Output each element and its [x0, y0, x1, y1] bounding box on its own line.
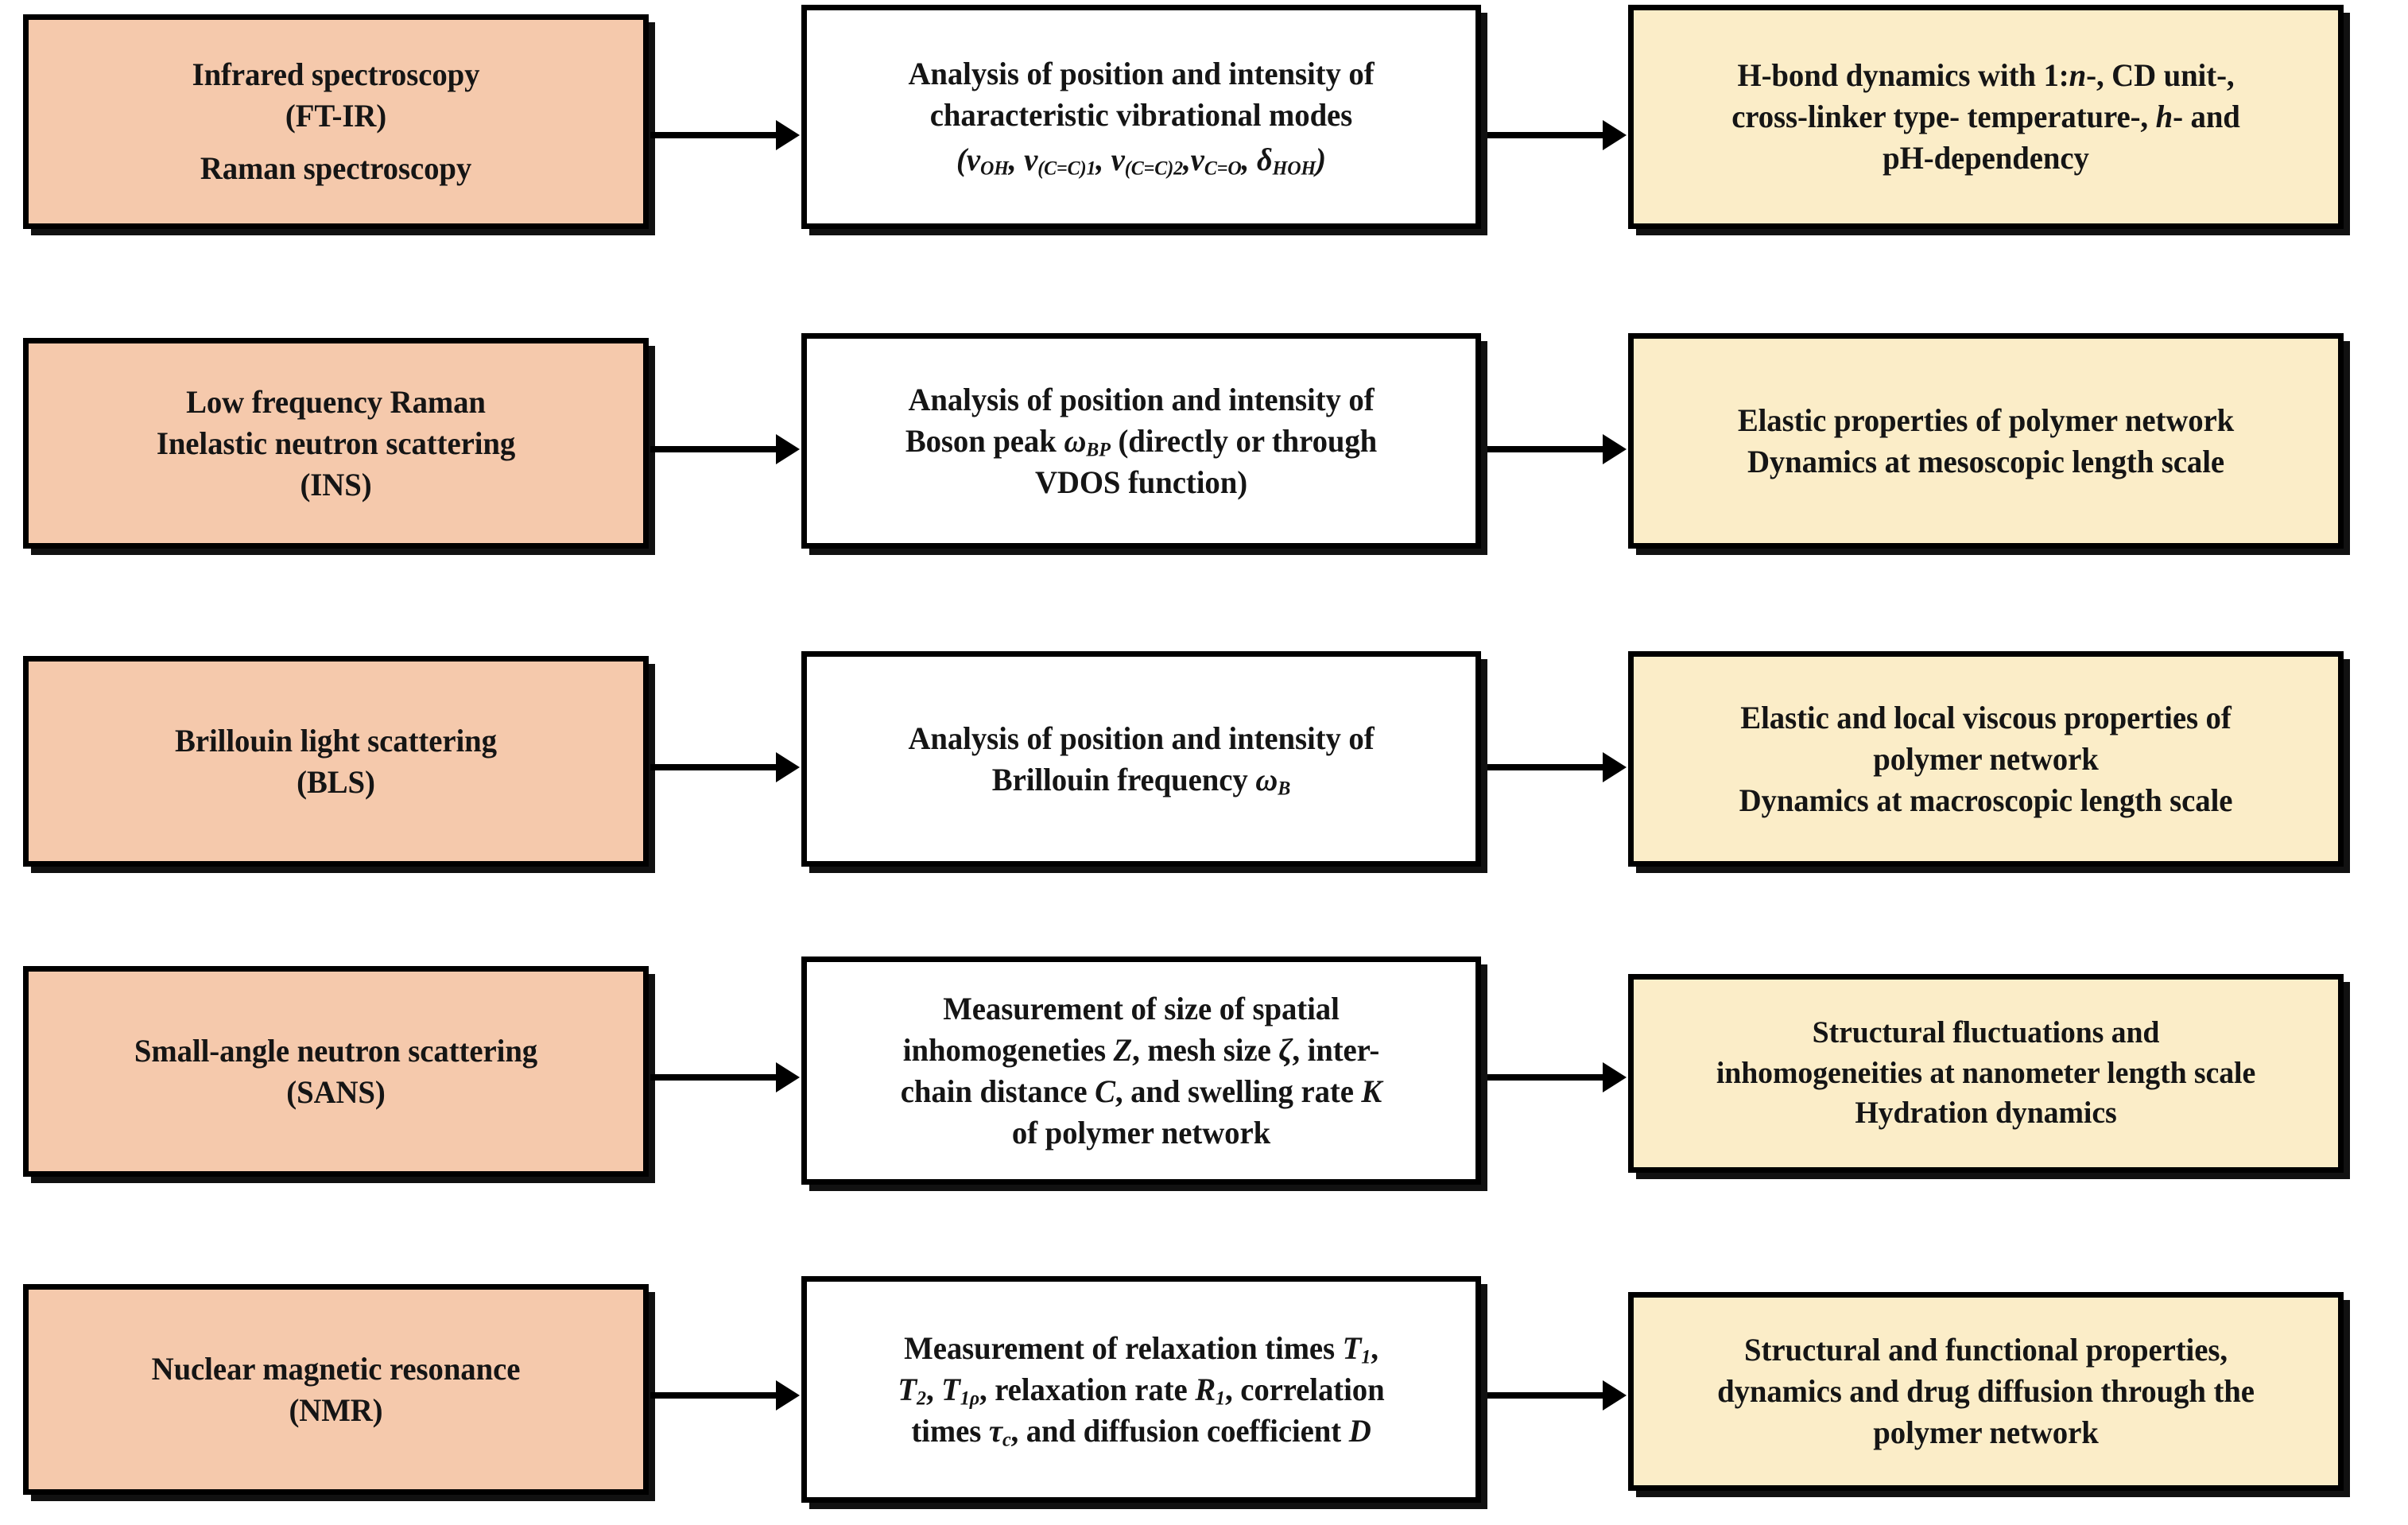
z-symbol: Z	[1113, 1031, 1133, 1068]
analysis-line: Measurement of size of spatial	[943, 990, 1340, 1026]
method-box-ins[interactable]: Low frequency Raman Inelastic neutron sc…	[23, 338, 649, 549]
nu-co-subscript: C=O	[1204, 157, 1242, 180]
analysis-box-ftir[interactable]: Analysis of position and intensity of ch…	[801, 5, 1481, 229]
analysis-line: Analysis of position and intensity of	[908, 56, 1375, 91]
outcome-box-bls[interactable]: Elastic and local viscous properties of …	[1628, 651, 2344, 867]
h-symbol: h	[2155, 99, 2173, 134]
outcome-line: inhomogeneities at nanometer length scal…	[1716, 1055, 2256, 1090]
paren-open: (	[956, 142, 967, 177]
t2-subscript: 2	[917, 1387, 926, 1409]
flow-row-5: Nuclear magnetic resonance (NMR) Measure…	[0, 1276, 2408, 1515]
delta-symbol: δ	[1256, 142, 1273, 177]
outcome-line: pH-dependency	[1883, 140, 2089, 176]
flow-row-1: Infrared spectroscopy (FT-IR) Raman spec…	[0, 5, 2408, 242]
analysis-line: inhomogeneties Z, mesh size ζ, inter-	[902, 1031, 1380, 1068]
omega-bp-subscript: BP	[1086, 438, 1111, 460]
method-box-bls[interactable]: Brillouin light scattering (BLS)	[23, 656, 649, 867]
analysis-line: Brillouin frequency ωB	[991, 761, 1291, 799]
outcome-box-ins[interactable]: Elastic properties of polymer network Dy…	[1628, 333, 2344, 549]
flow-row-4: Small-angle neutron scattering (SANS) Me…	[0, 957, 2408, 1190]
outcome-box-sans[interactable]: Structural fluctuations and inhomogeneit…	[1628, 974, 2344, 1173]
k-symbol: K	[1361, 1073, 1382, 1109]
method-box-ftir[interactable]: Infrared spectroscopy (FT-IR) Raman spec…	[23, 14, 649, 229]
c-symbol: C	[1095, 1073, 1115, 1109]
tau-c-subscript: c	[1002, 1428, 1011, 1450]
outcome-line: Structural fluctuations and	[1812, 1015, 2160, 1050]
outcome-box-nmr[interactable]: Structural and functional properties, dy…	[1628, 1292, 2344, 1491]
t2-symbol: T	[898, 1371, 917, 1407]
analysis-formula: (νOH, ν(C=C)1, ν(C=C)2,νC=O, δHOH)	[956, 142, 1326, 180]
flow-row-3: Brillouin light scattering (BLS) Analysi…	[0, 651, 2408, 879]
method-line: Infrared spectroscopy	[192, 56, 480, 92]
omega-symbol: ω	[1255, 761, 1278, 797]
outcome-line: Structural and functional properties,	[1744, 1332, 2228, 1368]
t1rho-symbol: T	[941, 1371, 960, 1407]
outcome-line: polymer network	[1873, 740, 2099, 777]
nu-symbol: ν	[1190, 142, 1204, 177]
paren-close: )	[1316, 142, 1326, 177]
nu-cc2-subscript: (C=C)2	[1124, 157, 1184, 180]
outcome-line: Elastic properties of polymer network	[1737, 402, 2235, 438]
nu-symbol: ν	[966, 142, 980, 177]
analysis-box-sans[interactable]: Measurement of size of spatial inhomogen…	[801, 957, 1481, 1185]
zeta-symbol: ζ	[1278, 1031, 1293, 1068]
method-line: (SANS)	[286, 1073, 386, 1110]
outcome-line: Hydration dynamics	[1855, 1096, 2117, 1131]
omega-symbol: ω	[1064, 422, 1087, 459]
analysis-line: chain distance C, and swelling rate K	[900, 1073, 1382, 1109]
method-line: (NMR)	[289, 1391, 383, 1428]
flow-row-2: Low frequency Raman Inelastic neutron sc…	[0, 333, 2408, 561]
delta-hoh-subscript: HOH	[1272, 157, 1316, 180]
method-line: Inelastic neutron scattering	[156, 425, 516, 461]
method-line: (BLS)	[297, 763, 375, 800]
r1-subscript: 1	[1216, 1387, 1225, 1409]
method-box-nmr[interactable]: Nuclear magnetic resonance (NMR)	[23, 1284, 649, 1495]
method-line: Brillouin light scattering	[175, 722, 497, 759]
method-line: Nuclear magnetic resonance	[151, 1350, 521, 1387]
t1-subscript: 1	[1361, 1345, 1371, 1368]
t1-symbol: T	[1342, 1329, 1362, 1366]
nu-oh-subscript: OH	[979, 157, 1009, 180]
omega-b-subscript: B	[1278, 777, 1291, 799]
analysis-box-bls[interactable]: Analysis of position and intensity of Br…	[801, 651, 1481, 867]
outcome-line: Elastic and local viscous properties of	[1740, 699, 2232, 735]
outcome-line: H-bond dynamics with 1:n-, CD unit-,	[1737, 57, 2235, 93]
d-symbol: D	[1348, 1412, 1371, 1449]
n-symbol: n	[2069, 57, 2087, 93]
method-line: Raman spectroscopy	[200, 150, 472, 186]
analysis-line: of polymer network	[1011, 1114, 1271, 1151]
method-line: (FT-IR)	[285, 98, 387, 134]
outcome-line: polymer network	[1873, 1414, 2099, 1450]
analysis-line: VDOS function)	[1034, 464, 1248, 500]
analysis-box-ins[interactable]: Analysis of position and intensity of Bo…	[801, 333, 1481, 549]
analysis-box-nmr[interactable]: Measurement of relaxation times T1, T2, …	[801, 1276, 1481, 1503]
method-line: Small-angle neutron scattering	[134, 1032, 538, 1069]
outcome-line: dynamics and drug diffusion through the	[1717, 1373, 2255, 1409]
analysis-line: characteristic vibrational modes	[929, 97, 1353, 133]
nu-symbol: ν	[1024, 142, 1038, 177]
method-line: Low frequency Raman	[186, 383, 486, 420]
r1-symbol: R	[1195, 1371, 1216, 1407]
analysis-line: Analysis of position and intensity of	[908, 381, 1375, 417]
tau-symbol: τ	[988, 1412, 1002, 1449]
analysis-line: Measurement of relaxation times T1,	[904, 1329, 1378, 1368]
t1rho-subscript: 1ρ	[960, 1387, 980, 1409]
nu-cc1-subscript: (C=C)1	[1037, 157, 1096, 180]
method-box-sans[interactable]: Small-angle neutron scattering (SANS)	[23, 966, 649, 1177]
method-line: (INS)	[300, 466, 372, 503]
analysis-line: Boson peak ωBP (directly or through	[905, 422, 1378, 460]
analysis-line: T2, T1ρ, relaxation rate R1, correlation	[898, 1371, 1385, 1409]
outcome-line: Dynamics at macroscopic length scale	[1739, 782, 2233, 818]
outcome-line: Dynamics at mesoscopic length scale	[1747, 443, 2225, 479]
outcome-box-ftir[interactable]: H-bond dynamics with 1:n-, CD unit-, cro…	[1628, 5, 2344, 229]
analysis-line: Analysis of position and intensity of	[908, 720, 1375, 756]
analysis-line: times τc, and diffusion coefficient D	[911, 1412, 1371, 1450]
nu-symbol: ν	[1111, 142, 1125, 177]
outcome-line: cross-linker type- temperature-, h- and	[1731, 99, 2240, 134]
